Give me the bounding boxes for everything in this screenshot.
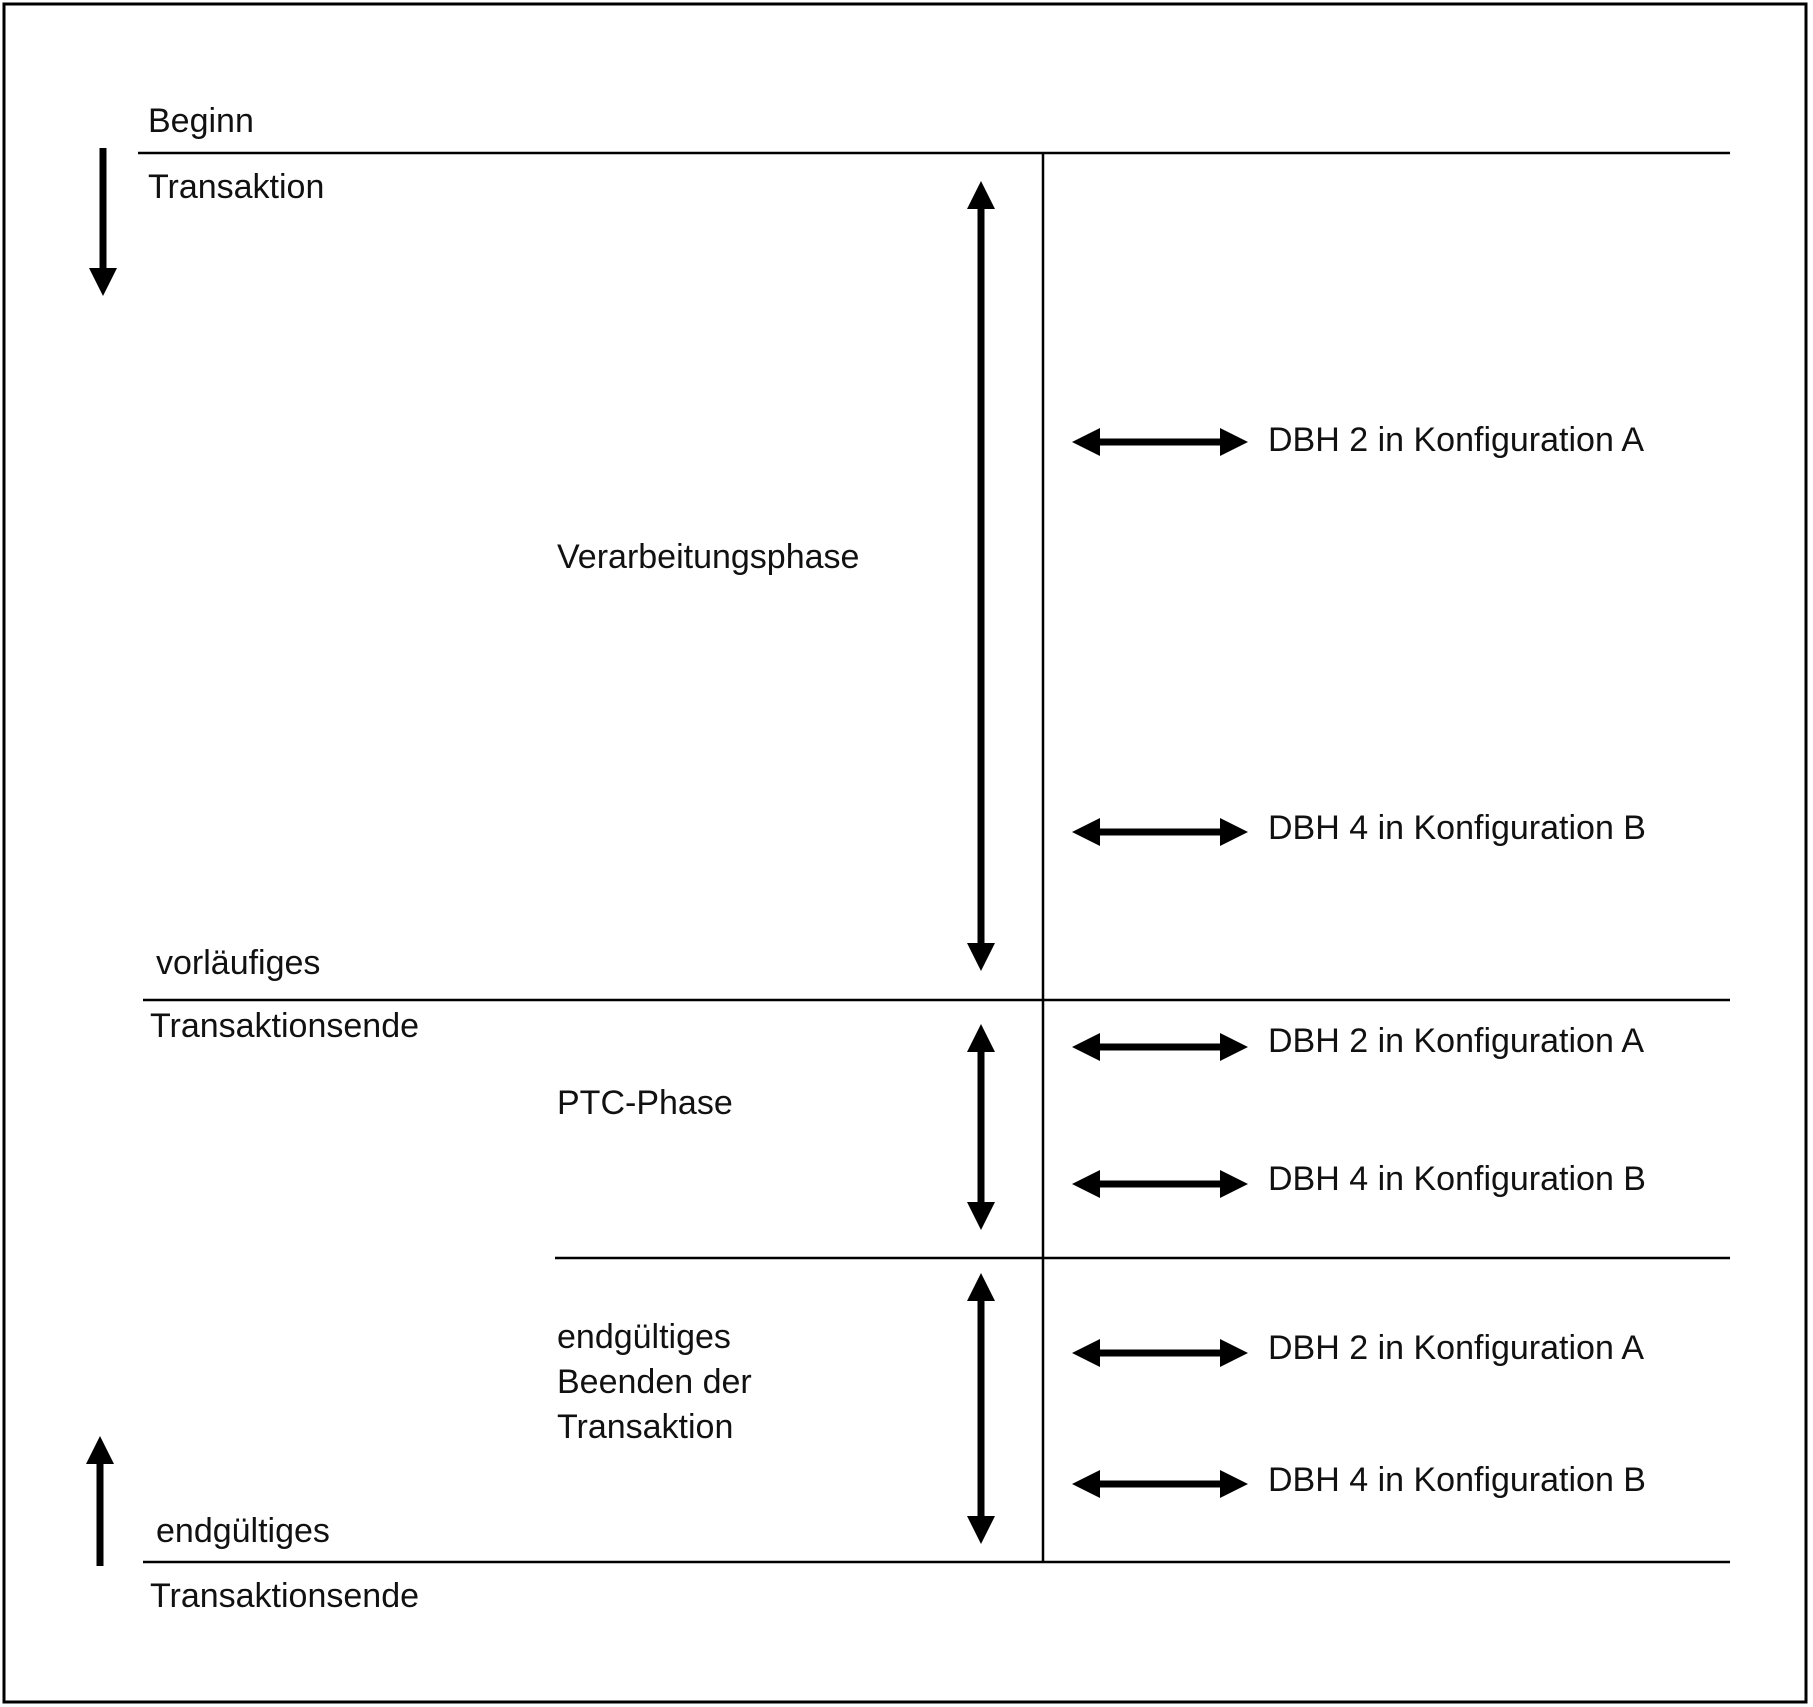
dbh-label-ptc-2: DBH 4 in Konfiguration B [1268, 1160, 1646, 1198]
final-end-label-line2: Transaktionsende [150, 1577, 419, 1615]
prelim-end-label-line2: Transaktionsende [150, 1007, 419, 1045]
final-phase-label-line2: Beenden der [557, 1363, 752, 1401]
begin-label-line1: Beginn [148, 102, 254, 140]
prelim-end-label-line1: vorläufiges [156, 944, 320, 982]
dbh-label-processing-1: DBH 2 in Konfiguration A [1268, 421, 1644, 459]
final-end-label-line1: endgültiges [156, 1512, 330, 1550]
final-phase-label-line1: endgültiges [557, 1318, 731, 1356]
dbh-label-final-1: DBH 2 in Konfiguration A [1268, 1329, 1644, 1367]
begin-label-line2: Transaktion [148, 168, 324, 206]
dbh-label-ptc-1: DBH 2 in Konfiguration A [1268, 1022, 1644, 1060]
dbh-label-processing-2: DBH 4 in Konfiguration B [1268, 809, 1646, 847]
ptc-phase-label: PTC-Phase [557, 1084, 733, 1122]
processing-phase-label: Verarbeitungsphase [557, 538, 859, 576]
dbh-label-final-2: DBH 4 in Konfiguration B [1268, 1461, 1646, 1499]
final-phase-label-line3: Transaktion [557, 1408, 733, 1446]
